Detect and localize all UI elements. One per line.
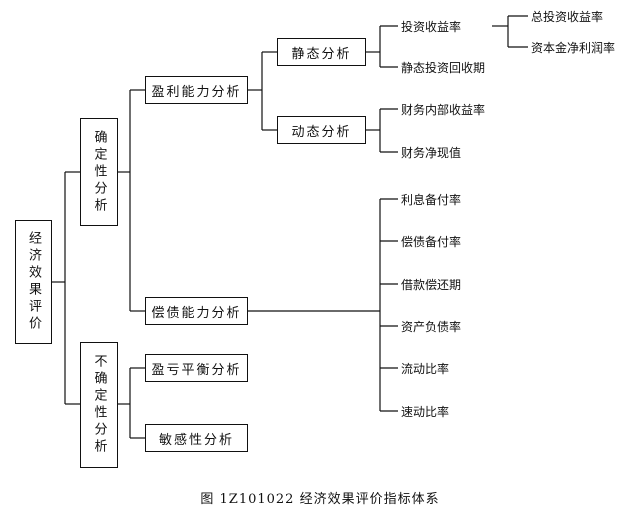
breakeven-analysis-node: 盈亏平衡分析 — [145, 354, 248, 382]
leaf-current-ratio: 流动比率 — [401, 362, 450, 376]
sensitivity-analysis-node: 敏感性分析 — [145, 424, 248, 452]
leaf-interest-coverage: 利息备付率 — [401, 193, 462, 207]
certain-analysis-node: 确定性分析 — [80, 118, 118, 226]
static-analysis-node: 静态分析 — [277, 38, 366, 66]
leaf-debt-service-coverage: 偿债备付率 — [401, 235, 462, 249]
solvency-ability-node: 偿债能力分析 — [145, 297, 248, 325]
leaf-total-roi: 总投资收益率 — [531, 10, 604, 24]
leaf-debt-ratio: 资产负债率 — [401, 320, 462, 334]
figure-caption: 图 1Z101022 经济效果评价指标体系 — [200, 492, 440, 507]
leaf-fnpv: 财务净现值 — [401, 146, 462, 160]
leaf-equity-profit-rate: 资本金净利润率 — [531, 41, 616, 55]
dynamic-analysis-node: 动态分析 — [277, 116, 366, 144]
root-node: 经济效果评价 — [15, 220, 52, 344]
leaf-loan-repayment-period: 借款偿还期 — [401, 278, 462, 292]
leaf-static-payback: 静态投资回收期 — [401, 61, 486, 75]
leaf-quick-ratio: 速动比率 — [401, 405, 450, 419]
leaf-roi: 投资收益率 — [401, 20, 462, 34]
uncertain-analysis-node: 不确定性分析 — [80, 342, 118, 468]
profit-ability-node: 盈利能力分析 — [145, 76, 248, 104]
leaf-firr: 财务内部收益率 — [401, 103, 486, 117]
